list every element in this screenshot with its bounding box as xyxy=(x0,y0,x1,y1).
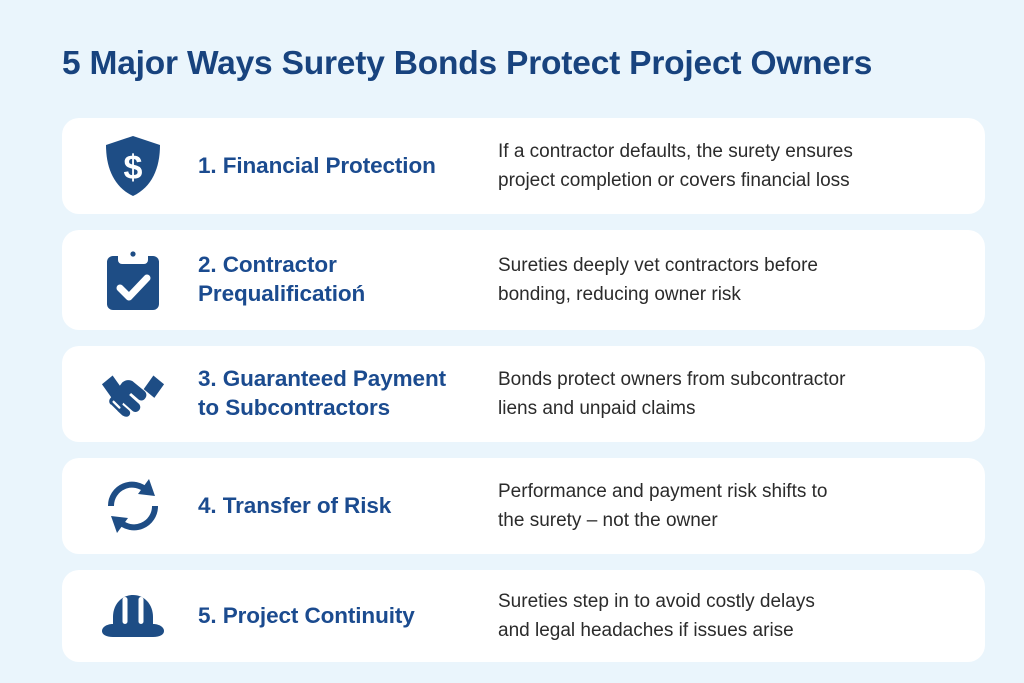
shield-dollar-icon: $ xyxy=(100,135,166,197)
benefit-description-line: and legal headaches if issues arise xyxy=(498,620,794,641)
page-title: 5 Major Ways Surety Bonds Protect Projec… xyxy=(62,45,873,82)
handshake-icon xyxy=(100,363,166,425)
benefit-description-line: project completion or covers financial l… xyxy=(498,170,850,191)
benefit-title: 5. Project Continuity xyxy=(198,602,498,631)
benefit-title: 1. Financial Protection xyxy=(198,152,498,181)
benefit-description: Sureties step in to avoid costly delays … xyxy=(498,587,965,646)
benefit-description-line: the surety – not the owner xyxy=(498,510,718,531)
benefit-description-line: Performance and payment risk shifts to xyxy=(498,480,828,502)
hard-hat-icon xyxy=(100,585,166,647)
benefit-title-line: 1. Financial Protection xyxy=(198,152,436,178)
refresh-cycle-icon xyxy=(100,475,166,537)
benefit-card: 5. Project Continuity Sureties step in t… xyxy=(62,570,985,662)
benefit-title-line: Prequalificatioń xyxy=(198,281,366,306)
benefit-card: 3. Guaranteed Payment to Subcontractors … xyxy=(62,346,985,442)
benefit-title-line: 2. Contractor xyxy=(198,252,337,278)
benefit-description-line: bonding, reducing owner risk xyxy=(498,284,741,305)
benefit-title-line: 3. Guaranteed Payment xyxy=(198,366,446,392)
benefit-description: If a contractor defaults, the surety ens… xyxy=(498,137,965,196)
benefit-card: $ 1. Financial Protection If a contracto… xyxy=(62,118,985,214)
benefit-title-line: 4. Transfer of Risk xyxy=(198,492,392,518)
benefit-description-line: Bonds protect owners from subcontractor xyxy=(498,368,846,390)
svg-text:$: $ xyxy=(124,149,143,187)
benefit-title-line: 5. Project Continuity xyxy=(198,602,415,628)
benefit-description: Bonds protect owners from subcontractor … xyxy=(498,365,965,424)
benefit-title: 3. Guaranteed Payment to Subcontractors xyxy=(198,365,498,422)
benefit-description: Sureties deeply vet contractors before b… xyxy=(498,251,965,310)
benefit-description: Performance and payment risk shifts to t… xyxy=(498,477,965,536)
benefit-title: 4. Transfer of Risk xyxy=(198,492,498,521)
benefit-card: 4. Transfer of Risk Performance and paym… xyxy=(62,458,985,554)
benefit-description-line: Sureties deeply vet contractors before xyxy=(498,254,819,276)
benefit-description-line: Sureties step in to avoid costly delays xyxy=(498,590,815,612)
clipboard-check-icon xyxy=(100,249,166,311)
benefit-title-line: to Subcontractors xyxy=(198,395,391,420)
benefit-description-line: liens and unpaid claims xyxy=(498,398,696,419)
benefit-title: 2. Contractor Prequalificatioń xyxy=(198,251,498,308)
benefit-card-list: $ 1. Financial Protection If a contracto… xyxy=(62,118,985,678)
benefit-description-line: If a contractor defaults, the surety ens… xyxy=(498,140,853,162)
benefit-card: 2. Contractor Prequalificatioń Sureties … xyxy=(62,230,985,330)
